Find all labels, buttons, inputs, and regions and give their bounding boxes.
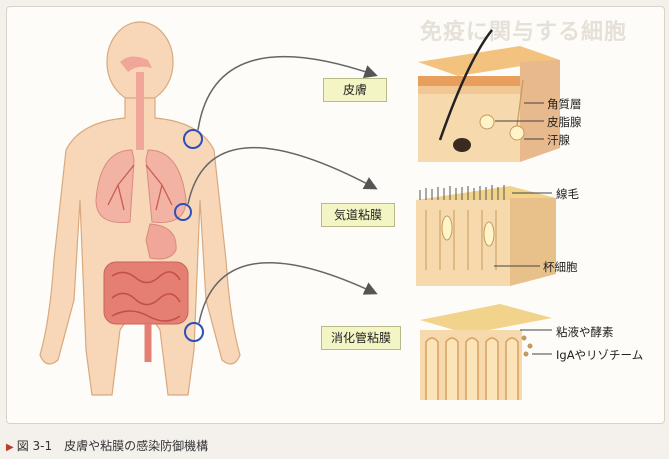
cilia-annotation: 線毛	[556, 186, 579, 202]
digestive-mucosa-illustration	[420, 304, 552, 400]
caption-marker: ▶	[6, 442, 14, 453]
goblet-cell-annotation: 杯細胞	[543, 259, 578, 275]
skin-tissue-illustration	[418, 30, 560, 162]
mucus-enzymes-annotation: 粘液や酵素	[556, 324, 614, 340]
digestive-label: 消化管粘膜	[321, 326, 401, 350]
iga-lysozyme-annotation: IgAやリゾチーム	[556, 347, 643, 363]
skin-label: 皮膚	[323, 78, 387, 102]
figure-caption: ▶図 3-1 皮膚や粘膜の感染防御機構	[6, 437, 208, 454]
caption-text: 図 3-1 皮膚や粘膜の感染防御機構	[17, 439, 208, 453]
airway-mucosa-illustration	[416, 185, 556, 286]
sweat-gland-annotation: 汗腺	[547, 132, 570, 148]
stratum-corneum-annotation: 角質層	[547, 96, 582, 112]
sebaceous-gland-annotation: 皮脂腺	[547, 114, 582, 130]
airway-label: 気道粘膜	[321, 203, 395, 227]
